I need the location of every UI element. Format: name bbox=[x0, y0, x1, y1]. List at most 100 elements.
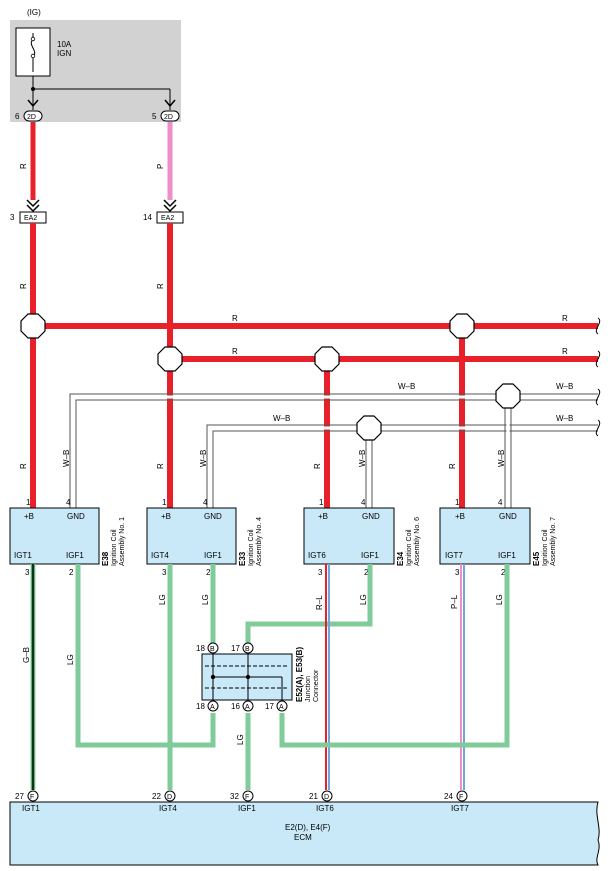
fuse-rating: 10A bbox=[57, 40, 72, 49]
svg-text:W–B: W–B bbox=[62, 450, 71, 467]
ecm-id: E2(D), E4(F) bbox=[285, 823, 331, 832]
pin-2d-left bbox=[23, 110, 43, 122]
svg-text:2D: 2D bbox=[164, 114, 173, 121]
svg-text:17: 17 bbox=[265, 702, 274, 711]
svg-text:IGT6: IGT6 bbox=[308, 551, 326, 560]
svg-text:GND: GND bbox=[362, 512, 380, 521]
wire-igf-coil1 bbox=[75, 564, 216, 748]
svg-text:17: 17 bbox=[231, 644, 240, 653]
svg-text:A: A bbox=[210, 704, 215, 711]
svg-text:LG: LG bbox=[236, 734, 245, 745]
ignition-coil-7: 1 4 +B GND IGT7 IGF1 3 2 E45 Ignition Co… bbox=[439, 498, 557, 577]
wire-igf-coil6 bbox=[245, 564, 373, 648]
svg-text:W–B: W–B bbox=[273, 414, 290, 423]
coil-6-id: E34 bbox=[396, 551, 405, 566]
svg-text:R: R bbox=[19, 283, 28, 289]
svg-text:3: 3 bbox=[162, 568, 167, 577]
svg-text:Assembly No. 7: Assembly No. 7 bbox=[550, 517, 557, 566]
svg-text:R: R bbox=[562, 347, 568, 356]
ecm-name: ECM bbox=[294, 833, 312, 842]
svg-text:4: 4 bbox=[361, 498, 366, 507]
svg-text:R–L: R–L bbox=[315, 595, 324, 610]
svg-text:R: R bbox=[19, 163, 28, 169]
svg-text:P: P bbox=[156, 164, 165, 169]
coil-7-id: E45 bbox=[532, 551, 541, 566]
wire-igt6 bbox=[325, 564, 330, 790]
svg-text:W–B: W–B bbox=[556, 382, 573, 391]
svg-text:B: B bbox=[245, 646, 250, 653]
svg-text:2: 2 bbox=[501, 568, 506, 577]
svg-text:LG: LG bbox=[201, 594, 210, 605]
svg-text:IGT6: IGT6 bbox=[316, 804, 334, 813]
svg-text:Connector: Connector bbox=[313, 669, 320, 702]
ignition-coil-6: 1 4 +B GND IGT6 IGF1 3 2 E34 Ignition Co… bbox=[303, 498, 421, 577]
svg-text:D: D bbox=[167, 794, 172, 801]
svg-text:IGF1: IGF1 bbox=[66, 551, 84, 560]
svg-text:IGT4: IGT4 bbox=[151, 551, 169, 560]
svg-text:R: R bbox=[232, 314, 238, 323]
svg-text:W–B: W–B bbox=[556, 414, 573, 423]
svg-text:6: 6 bbox=[15, 112, 20, 121]
svg-text:W–B: W–B bbox=[199, 450, 208, 467]
wire-igf-coil7 bbox=[279, 564, 510, 748]
svg-text:Assembly No. 1: Assembly No. 1 bbox=[119, 517, 126, 566]
svg-text:R: R bbox=[156, 463, 165, 469]
svg-text:R: R bbox=[313, 463, 322, 469]
svg-text:IGT1: IGT1 bbox=[14, 551, 32, 560]
svg-text:LG: LG bbox=[359, 594, 368, 605]
svg-text:1: 1 bbox=[26, 498, 31, 507]
svg-text:GND: GND bbox=[204, 512, 222, 521]
svg-text:Junction: Junction bbox=[305, 676, 312, 702]
svg-text:2: 2 bbox=[206, 568, 211, 577]
svg-text:18: 18 bbox=[196, 702, 205, 711]
svg-text:IGF1: IGF1 bbox=[361, 551, 379, 560]
svg-text:3: 3 bbox=[25, 568, 30, 577]
svg-text:GND: GND bbox=[499, 512, 517, 521]
coil-7-name: Ignition Coil bbox=[542, 529, 549, 566]
coil-1-name: Ignition Coil bbox=[111, 529, 118, 566]
svg-text:18: 18 bbox=[196, 644, 205, 653]
svg-text:+B: +B bbox=[161, 512, 171, 521]
svg-text:P–L: P–L bbox=[450, 594, 459, 609]
svg-text:24: 24 bbox=[444, 792, 453, 801]
svg-text:2: 2 bbox=[364, 568, 369, 577]
svg-text:5: 5 bbox=[152, 112, 157, 121]
svg-text:R: R bbox=[156, 283, 165, 289]
svg-text:W–B: W–B bbox=[398, 382, 415, 391]
coil-1-id: E38 bbox=[101, 551, 110, 566]
svg-text:1: 1 bbox=[319, 498, 324, 507]
svg-text:R: R bbox=[448, 463, 457, 469]
svg-text:3: 3 bbox=[10, 213, 15, 222]
svg-text:1: 1 bbox=[162, 498, 167, 507]
coil-4-id: E33 bbox=[238, 551, 247, 566]
svg-text:W–B: W–B bbox=[497, 450, 506, 467]
svg-text:IGT4: IGT4 bbox=[159, 804, 177, 813]
ig-label: (IG) bbox=[27, 8, 41, 17]
svg-text:W–B: W–B bbox=[358, 450, 367, 467]
svg-text:F: F bbox=[30, 794, 34, 801]
fuse-name: IGN bbox=[57, 49, 71, 58]
svg-text:F: F bbox=[459, 794, 463, 801]
svg-text:+B: +B bbox=[455, 512, 465, 521]
svg-text:GND: GND bbox=[67, 512, 85, 521]
svg-text:+B: +B bbox=[318, 512, 328, 521]
ecm: E2(D), E4(F) ECM F 27 IGT1 D 22 IGT4 F 3… bbox=[9, 790, 600, 866]
svg-text:2D: 2D bbox=[27, 114, 36, 121]
svg-text:IGT7: IGT7 bbox=[451, 804, 469, 813]
svg-text:IGF1: IGF1 bbox=[498, 551, 516, 560]
svg-text:IGF1: IGF1 bbox=[238, 804, 256, 813]
wire-igt1 bbox=[30, 564, 36, 790]
svg-text:21: 21 bbox=[309, 792, 318, 801]
svg-text:G–B: G–B bbox=[22, 647, 31, 663]
svg-text:R: R bbox=[562, 314, 568, 323]
svg-text:IGT1: IGT1 bbox=[22, 804, 40, 813]
svg-text:Assembly No. 6: Assembly No. 6 bbox=[414, 517, 421, 566]
svg-text:27: 27 bbox=[15, 792, 24, 801]
svg-text:EA2: EA2 bbox=[161, 215, 174, 222]
svg-text:16: 16 bbox=[231, 702, 240, 711]
svg-text:D: D bbox=[324, 794, 329, 801]
svg-text:32: 32 bbox=[230, 792, 239, 801]
wire-igt7 bbox=[460, 564, 465, 790]
ground-wires bbox=[69, 393, 598, 508]
pin-2d-right bbox=[160, 110, 180, 122]
